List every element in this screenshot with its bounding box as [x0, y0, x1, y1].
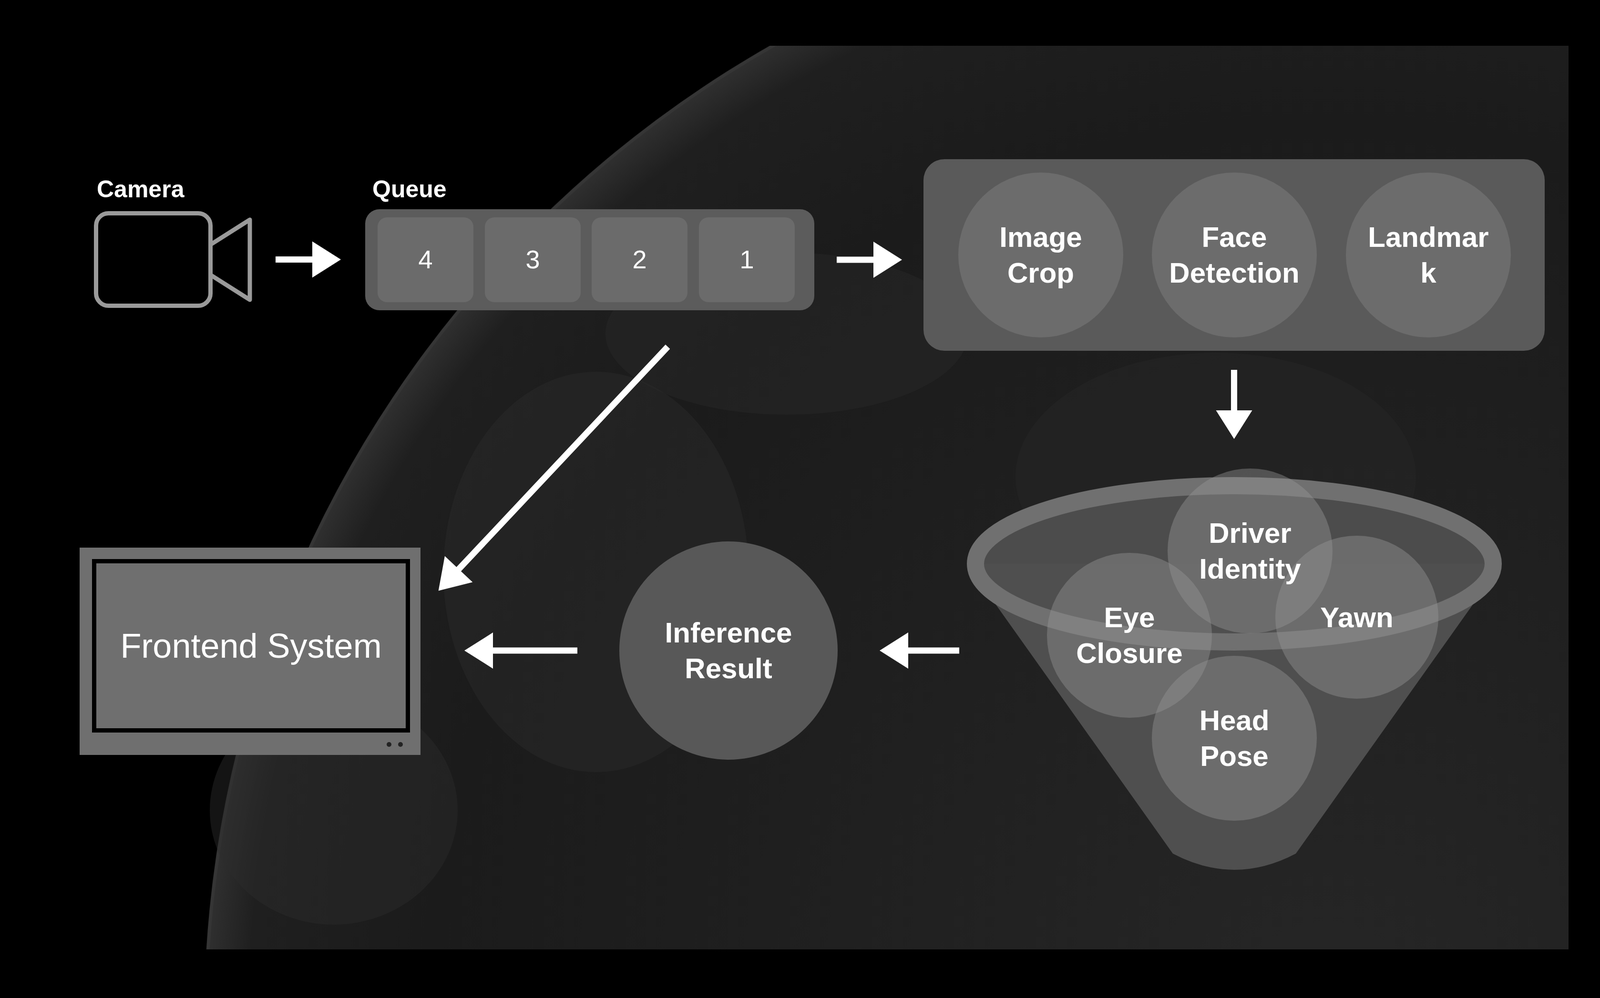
- frontend-label: Frontend System: [120, 624, 382, 668]
- result-label: Inference Result: [660, 615, 797, 687]
- process-circle: Landmar k: [1345, 172, 1511, 338]
- slot-number: 3: [525, 243, 540, 277]
- model-label: Driver Identity: [1181, 515, 1318, 587]
- text-holder: Head Pose: [1166, 702, 1303, 775]
- flow-arrow: [1216, 369, 1253, 440]
- queue-label: Queue: [372, 174, 447, 205]
- text-holder: Inference Result: [660, 615, 797, 687]
- screen-dot: [398, 742, 403, 748]
- arrow-shaft: [458, 347, 668, 571]
- process-circle: Image Crop: [958, 172, 1124, 338]
- flow-arrow: [275, 241, 341, 278]
- slot-number: 4: [418, 243, 433, 277]
- text-holder: Landmar k: [1360, 219, 1497, 291]
- slot-number: 1: [739, 243, 754, 277]
- model-label: Yawn: [1320, 599, 1394, 636]
- arrow-head: [312, 241, 341, 278]
- funnel: Driver IdentityEye Closure YawnHead Pose: [966, 477, 1502, 878]
- queue-panel: Queue4321: [365, 209, 815, 311]
- text-holder: Frontend System: [120, 624, 382, 668]
- queue-slot: 3: [484, 217, 581, 303]
- text-holder: 3: [525, 243, 540, 277]
- flow-arrow: [879, 632, 960, 669]
- queue-slot: 2: [591, 217, 688, 303]
- text-holder: Driver Identity: [1181, 515, 1318, 587]
- text-holder: Eye Closure: [1061, 599, 1198, 672]
- frontend-screen: Frontend System: [79, 547, 421, 756]
- arrow-shaft: [275, 256, 314, 263]
- text-holder: Yawn: [1320, 599, 1394, 636]
- text-holder: Face Detection: [1166, 219, 1303, 291]
- arrow-shaft: [1230, 369, 1238, 412]
- process-label: Image Crop: [972, 219, 1109, 291]
- model-label: Head Pose: [1166, 702, 1303, 775]
- process-label: Face Detection: [1166, 219, 1303, 291]
- text-holder: Camera: [96, 174, 185, 205]
- screen-dot: [386, 742, 392, 748]
- model-label: Eye Closure: [1061, 599, 1198, 672]
- camera-icon: Camera: [93, 211, 253, 308]
- arrow-head: [879, 632, 909, 669]
- processing-panel: Image Crop Face Detection Landmar k: [923, 159, 1545, 351]
- text-holder: Queue: [372, 174, 447, 205]
- flow-arrow: [464, 632, 578, 669]
- camera-outline: [93, 211, 253, 308]
- model-circle: Head Pose: [1151, 656, 1317, 821]
- arrow-shaft: [836, 256, 875, 264]
- process-label: Landmar k: [1360, 219, 1497, 291]
- arrow-head: [438, 556, 473, 592]
- text-holder: 2: [632, 243, 647, 277]
- earth-globe: [204, 45, 1569, 950]
- arrow-head: [464, 632, 493, 669]
- arrow-head: [873, 241, 903, 278]
- flow-arrow: [836, 241, 903, 278]
- text-holder: 1: [739, 243, 754, 277]
- camera-label: Camera: [96, 174, 185, 205]
- queue-slot: 1: [698, 217, 795, 303]
- flow-arrow: [438, 347, 668, 592]
- arrow-shaft: [907, 647, 960, 655]
- result-circle: Inference Result: [619, 541, 838, 760]
- process-circle: Face Detection: [1151, 172, 1317, 338]
- text-holder: Image Crop: [972, 219, 1109, 291]
- queue-slot: 4: [377, 217, 474, 303]
- camera-body: [96, 213, 211, 307]
- text-holder: 4: [418, 243, 433, 277]
- arrow-shaft: [492, 647, 578, 655]
- screen-dots: [380, 739, 410, 750]
- slot-number: 2: [632, 243, 647, 277]
- camera-lens: [210, 219, 250, 300]
- arrow-head: [1216, 410, 1253, 440]
